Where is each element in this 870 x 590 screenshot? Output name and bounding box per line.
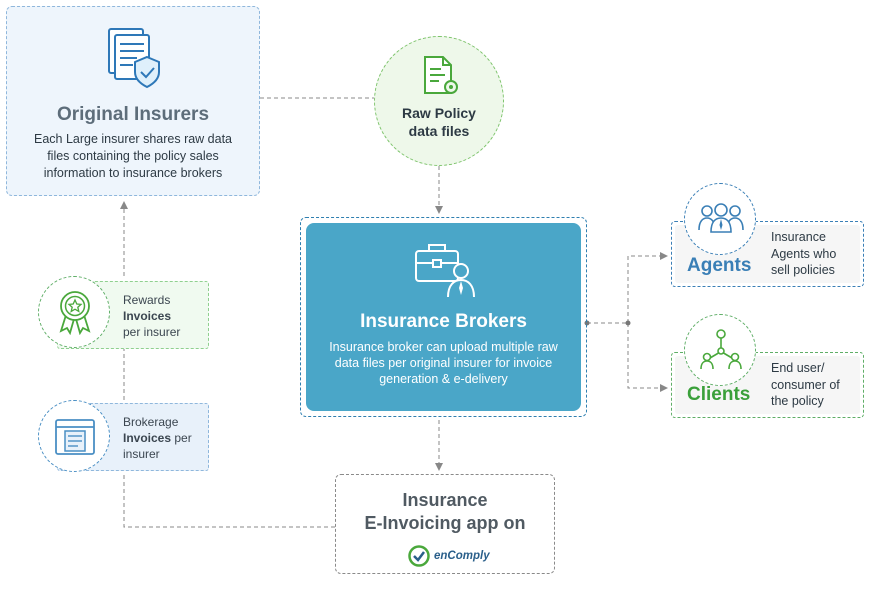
clients-line1: End user/ (771, 361, 825, 375)
agents-icon-circle (684, 183, 756, 255)
agents-title: Agents (687, 255, 752, 276)
brokerage-icon-circle (38, 400, 110, 472)
brokerage-invoices-label: Brokerage Invoices per insurer (123, 414, 192, 462)
raw-policy-line1: Raw Policy (402, 105, 476, 121)
document-gear-icon (424, 56, 458, 94)
insurance-brokers-title: Insurance Brokers (360, 311, 527, 332)
original-insurers-description: Each Large insurer shares raw data files… (33, 132, 233, 180)
rewards-line2: Invoices (123, 309, 172, 323)
clients-line3: the policy (771, 394, 824, 408)
agents-line1: Insurance (771, 230, 826, 244)
agents-line2: Agents who (771, 246, 837, 261)
clients-frame (671, 352, 864, 418)
einvoicing-line1: Insurance (402, 490, 488, 510)
raw-policy-line2: data files (408, 123, 470, 139)
encomply-logo-icon (408, 545, 430, 567)
rewards-invoices-label: Rewards Invoices per insurer (123, 292, 180, 340)
brokerage-line2-rest: per (171, 431, 192, 445)
rewards-icon-circle (38, 276, 110, 348)
original-insurers-box: Original Insurers Each Large insurer sha… (6, 6, 260, 196)
einvoicing-line2: E-Invoicing app on (364, 513, 526, 533)
insurance-brokers-description: Insurance broker can upload multiple raw… (329, 340, 558, 386)
agents-frame (671, 221, 864, 287)
original-insurers-title: Original Insurers (56, 104, 210, 125)
brokerage-line1: Brokerage (123, 415, 179, 429)
rewards-line1: Rewards (123, 293, 171, 307)
agents-group-icon (698, 203, 744, 233)
agents-description: Insurance Agents who sell policies (771, 229, 836, 279)
brokerage-line3: insurer (123, 447, 160, 461)
raw-policy-label: Raw Policy data files (375, 104, 503, 140)
brokerage-line2-bold: Invoices (123, 431, 172, 445)
encomply-logo-text: enComply (434, 550, 490, 562)
raw-policy-node: Raw Policy data files (374, 36, 504, 166)
clients-description: End user/ consumer of the policy (771, 360, 840, 410)
briefcase-person-icon (415, 244, 475, 298)
clients-line2: consumer of (771, 377, 840, 392)
clients-title: Clients (687, 384, 751, 405)
insurance-brokers-frame (300, 217, 587, 417)
invoice-icon (55, 419, 95, 455)
einvoicing-app-box: Insurance E-Invoicing app on enComply (335, 474, 555, 574)
document-shield-icon (108, 28, 160, 89)
rewards-line3: per insurer (123, 325, 181, 339)
encomply-logo: enComply (408, 545, 490, 567)
agents-line3: sell policies (771, 263, 835, 277)
einvoicing-title: Insurance E-Invoicing app on (336, 489, 554, 535)
award-ribbon-icon (59, 291, 91, 335)
clients-icon-circle (684, 314, 756, 386)
insurance-brokers-box: Insurance Brokers Insurance broker can u… (306, 223, 581, 411)
clients-network-icon (700, 329, 742, 370)
